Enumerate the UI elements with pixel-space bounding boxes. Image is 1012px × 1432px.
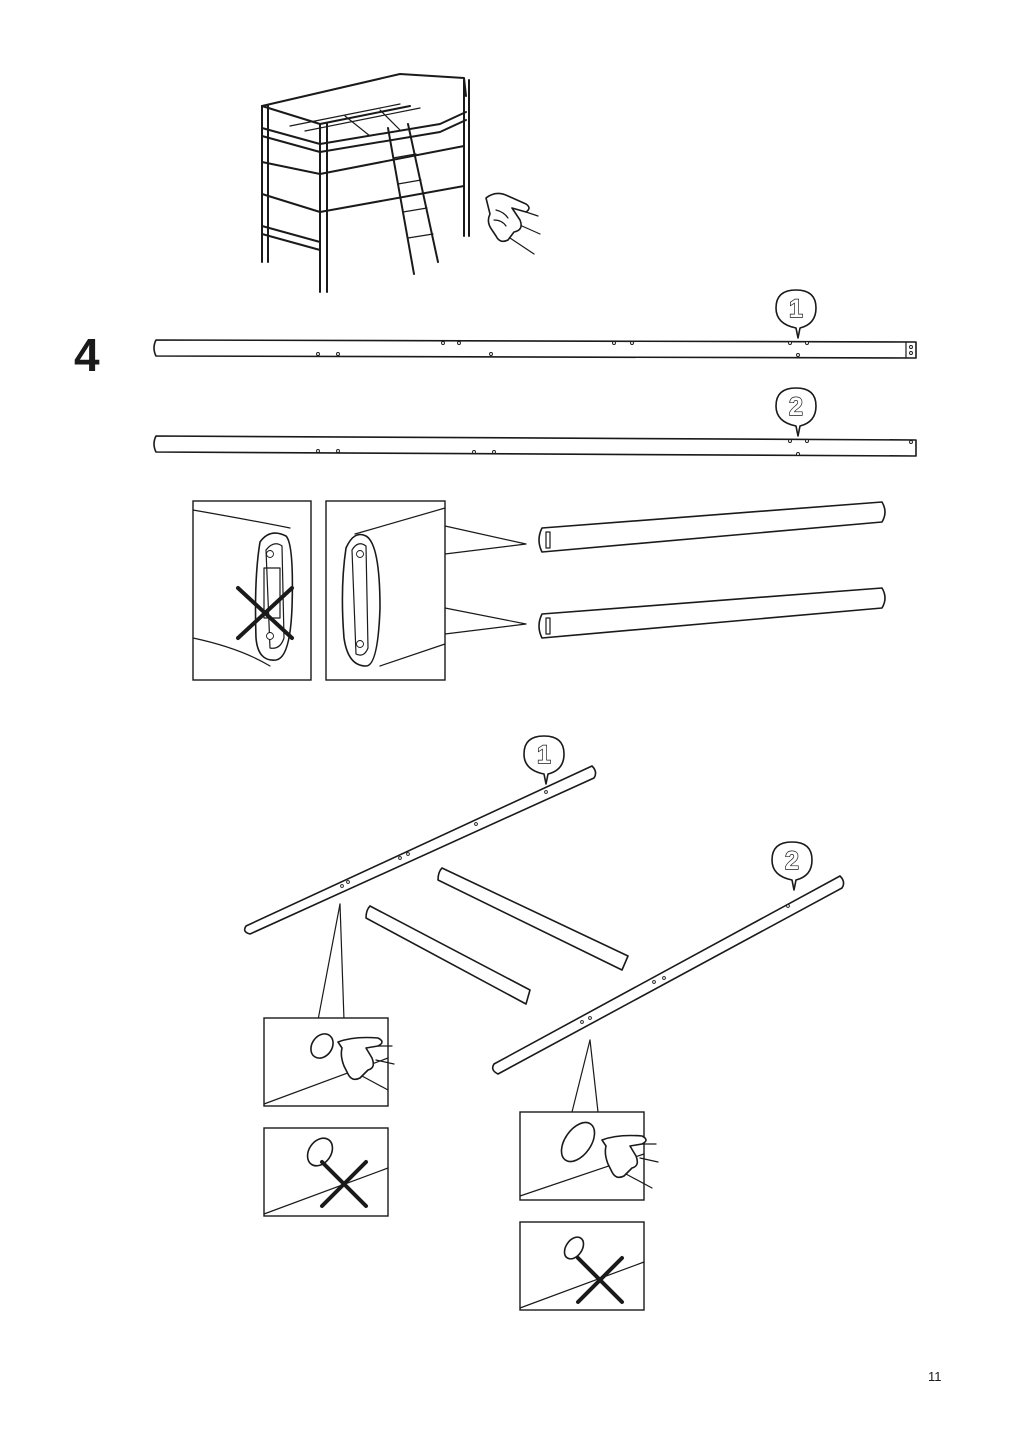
perspective-rail-1	[243, 765, 597, 935]
svg-text:1: 1	[789, 295, 803, 323]
callout-badge-2-perspective: 2	[771, 841, 813, 891]
svg-text:2: 2	[789, 393, 803, 421]
page-number: 11	[928, 1369, 942, 1384]
side-rail-1	[153, 339, 917, 359]
perspective-short-rail-b	[437, 867, 629, 971]
short-rail-top	[538, 501, 886, 553]
detail-hole-incorrect-left	[263, 1127, 389, 1217]
perspective-assembly-view: 1 2	[243, 735, 845, 1311]
svg-text:2: 2	[785, 847, 799, 875]
side-rails-elevation: 1 2	[153, 289, 917, 457]
perspective-rail-2	[491, 875, 845, 1075]
detail-hole-incorrect-right	[519, 1221, 645, 1311]
side-rail-2	[153, 435, 917, 457]
loft-bed-illustration	[261, 73, 541, 293]
pointing-hand-icon	[601, 1134, 659, 1189]
callout-badge-2: 2	[775, 387, 817, 437]
callout-badge-1: 1	[775, 289, 817, 339]
pointing-hand-icon	[485, 192, 541, 255]
step-number: 4	[74, 329, 100, 381]
callout-badge-1-perspective: 1	[523, 735, 565, 785]
detail-hole-correct-right	[519, 1111, 659, 1201]
detail-panel-incorrect	[192, 500, 312, 681]
svg-text:1: 1	[537, 741, 551, 769]
pointing-hand-icon	[337, 1036, 395, 1091]
detail-hole-correct-left	[263, 1017, 395, 1107]
end-cap-orientation-detail	[192, 500, 886, 681]
detail-panel-correct	[325, 500, 527, 681]
short-rail-bottom	[538, 587, 886, 639]
perspective-short-rail-a	[365, 905, 531, 1005]
